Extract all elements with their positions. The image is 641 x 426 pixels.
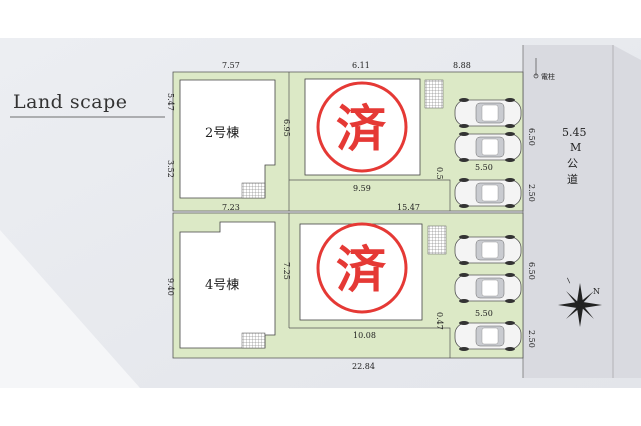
dim-lot1-road: 9.59 [353, 184, 371, 193]
sold-stamp-1-char: 済 [336, 99, 387, 158]
road-kanji-2: 道 [567, 172, 578, 186]
dim-house4-side: 7.25 [282, 262, 291, 280]
dim-lot1-right-bottom: 2.50 [527, 184, 536, 202]
compass-north-label: N [593, 287, 600, 296]
house-2-footprint [179, 79, 276, 199]
sold-stamp-1 [316, 81, 408, 173]
dim-lot1-bottom: 7.23 [222, 203, 240, 212]
lot-upper-access-strip [289, 179, 451, 211]
parking-cars [454, 98, 522, 351]
car-icon [454, 235, 522, 265]
dim-lot1-parking: 5.50 [475, 163, 493, 172]
house-1-footprint [304, 78, 421, 176]
dim-left-mid: 3.52 [166, 160, 175, 178]
dim-middle-length: 15.47 [397, 203, 420, 212]
house-3-entry-steps [427, 225, 447, 255]
car-icon [454, 98, 522, 128]
dim-lot1-right-top: 6.50 [527, 128, 536, 146]
utility-pole-label: 電柱 [541, 72, 555, 81]
dim-left-upper: 5.47 [166, 93, 175, 111]
house-4-entry-steps [241, 332, 266, 349]
dim-lot2-right-bottom: 2.50 [527, 330, 536, 348]
sold-stamp-2 [316, 222, 408, 314]
lot-lower-access-strip [289, 327, 451, 358]
background-diagonal [0, 230, 140, 388]
house-3-footprint [299, 223, 423, 321]
compass-icon [558, 277, 602, 327]
car-icon [454, 321, 522, 351]
dim-lot1-small: 0.5 [435, 167, 444, 180]
house-2-entry-steps [241, 182, 266, 199]
car-icon [454, 273, 522, 303]
road-kanji-1: 公 [567, 157, 578, 170]
dim-lot2-small: 0.47 [435, 312, 444, 330]
house-4-footprint [179, 221, 276, 349]
page-title: Land scape [13, 91, 128, 113]
dim-lot2-right-top: 6.50 [527, 262, 536, 280]
dim-top-right: 8.88 [453, 61, 471, 70]
house-2-label: 2号棟 [205, 126, 239, 141]
dim-lot2-parking: 5.50 [475, 309, 493, 318]
dim-top-left: 7.57 [222, 61, 240, 70]
road-unit: M [570, 141, 581, 154]
road-width: 5.45 [562, 126, 587, 139]
house-4-label: 4号棟 [205, 278, 239, 293]
dim-left-lower: 9.40 [166, 278, 175, 296]
house-1-entry-steps [424, 79, 444, 109]
car-icon [454, 178, 522, 208]
car-icon [454, 132, 522, 162]
dim-bottom-total: 22.84 [352, 362, 375, 371]
sold-stamp-2-char: 済 [336, 240, 387, 299]
dim-house2-side: 6.95 [282, 119, 291, 137]
dim-top-mid: 6.11 [352, 61, 370, 70]
public-road [523, 45, 641, 378]
dim-lot2-road: 10.08 [353, 331, 376, 340]
